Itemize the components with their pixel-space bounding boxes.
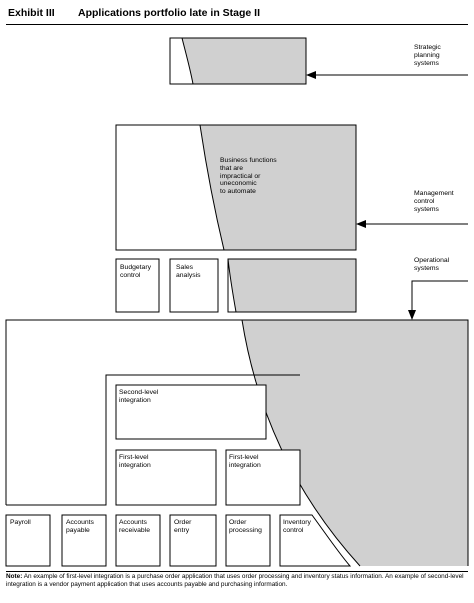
operational-inner-outline xyxy=(6,374,300,506)
sales-analysis-label: Sales analysis xyxy=(176,264,201,279)
sales-shaded-area xyxy=(228,259,356,312)
first-level-left-box xyxy=(115,449,217,506)
order-processing-label: Order processing xyxy=(229,519,262,534)
payroll-label: Payroll xyxy=(10,519,31,526)
accounts-payable-box xyxy=(61,514,107,567)
strategic-curve xyxy=(181,37,194,85)
accounts-payable-label: Accounts payable xyxy=(66,519,94,534)
note-divider xyxy=(6,571,468,572)
management-control-label: Management control systems xyxy=(414,190,454,213)
budgetary-control-box xyxy=(115,258,160,313)
operational-outline xyxy=(5,319,469,566)
exhibit-title: Applications portfolio late in Stage II xyxy=(78,7,261,19)
order-entry-box xyxy=(169,514,217,567)
note-text: An example of first-level integration is… xyxy=(6,573,464,589)
business-functions-label: Business functions that are impractical … xyxy=(220,157,277,196)
budgetary-control-label: Budgetary control xyxy=(120,264,151,279)
exhibit-label: Exhibit III xyxy=(8,7,55,19)
operational-systems-label: Operational systems xyxy=(414,257,450,272)
sales-analysis-box xyxy=(169,258,219,313)
note-label: Note: xyxy=(6,573,23,580)
management-shaded-area xyxy=(200,125,356,250)
operational-upper-curve xyxy=(227,258,237,313)
accounts-receivable-box xyxy=(115,514,161,567)
operational-arrow-head xyxy=(408,310,416,320)
inventory-control-label: Inventory control xyxy=(283,519,311,534)
operational-arrow-line xyxy=(411,280,468,311)
management-curve xyxy=(199,124,225,251)
order-entry-label: Order entry xyxy=(174,519,192,534)
payroll-box xyxy=(5,514,51,567)
second-level-label: Second-level integration xyxy=(119,389,159,404)
strategic-planning-box xyxy=(169,37,307,85)
strategic-planning-label: Strategic planning systems xyxy=(414,44,441,67)
first-level-right-box xyxy=(225,449,301,506)
inventory-control-box xyxy=(279,514,352,567)
diagram-note: Note: An example of first-level integrat… xyxy=(6,573,468,590)
order-processing-box xyxy=(225,514,271,567)
exhibit-header: Exhibit III Applications portfolio late … xyxy=(6,2,468,25)
strategic-shaded-area xyxy=(182,38,306,84)
management-control-box xyxy=(115,124,357,251)
second-level-box xyxy=(115,384,267,440)
management-arrow-head xyxy=(356,220,366,228)
accounts-receivable-label: Accounts receivable xyxy=(119,519,150,534)
first-level-right-label: First-level integration xyxy=(229,454,261,469)
strategic-arrow-head xyxy=(306,71,316,79)
operational-shaded-area xyxy=(242,320,468,566)
operational-upper-box xyxy=(227,258,357,313)
first-level-left-label: First-level integration xyxy=(119,454,151,469)
